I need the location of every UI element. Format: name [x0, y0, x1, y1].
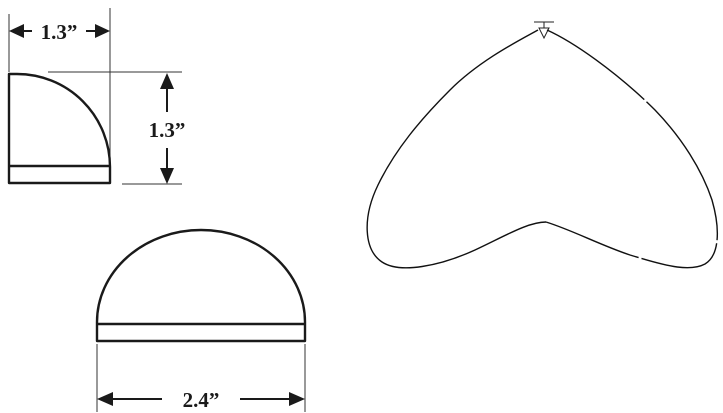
beam-pattern: [366, 21, 719, 269]
beam-curve-right-lobe: [545, 29, 719, 269]
arrow-right-icon: [95, 24, 110, 38]
quarter-round-profile: 1.3” 1.3”: [7, 8, 186, 185]
arrow-left-icon: [97, 392, 113, 406]
arrow-right-icon: [289, 392, 305, 406]
half-round-body: [95, 228, 307, 343]
quarter-width-label: 1.3”: [41, 20, 78, 44]
arrow-left-icon: [9, 24, 24, 38]
arrow-down-icon: [160, 168, 174, 184]
arrow-up-icon: [160, 73, 174, 89]
beam-curve-left-lobe: [366, 29, 547, 269]
half-width-label: 2.4”: [183, 388, 220, 412]
width-label-backdrop: [32, 18, 86, 44]
luminaire-symbol-icon: [534, 21, 554, 40]
quarter-round-body: [7, 72, 112, 185]
half-round-profile: 2.4”: [95, 228, 307, 412]
quarter-height-label: 1.3”: [149, 118, 186, 142]
